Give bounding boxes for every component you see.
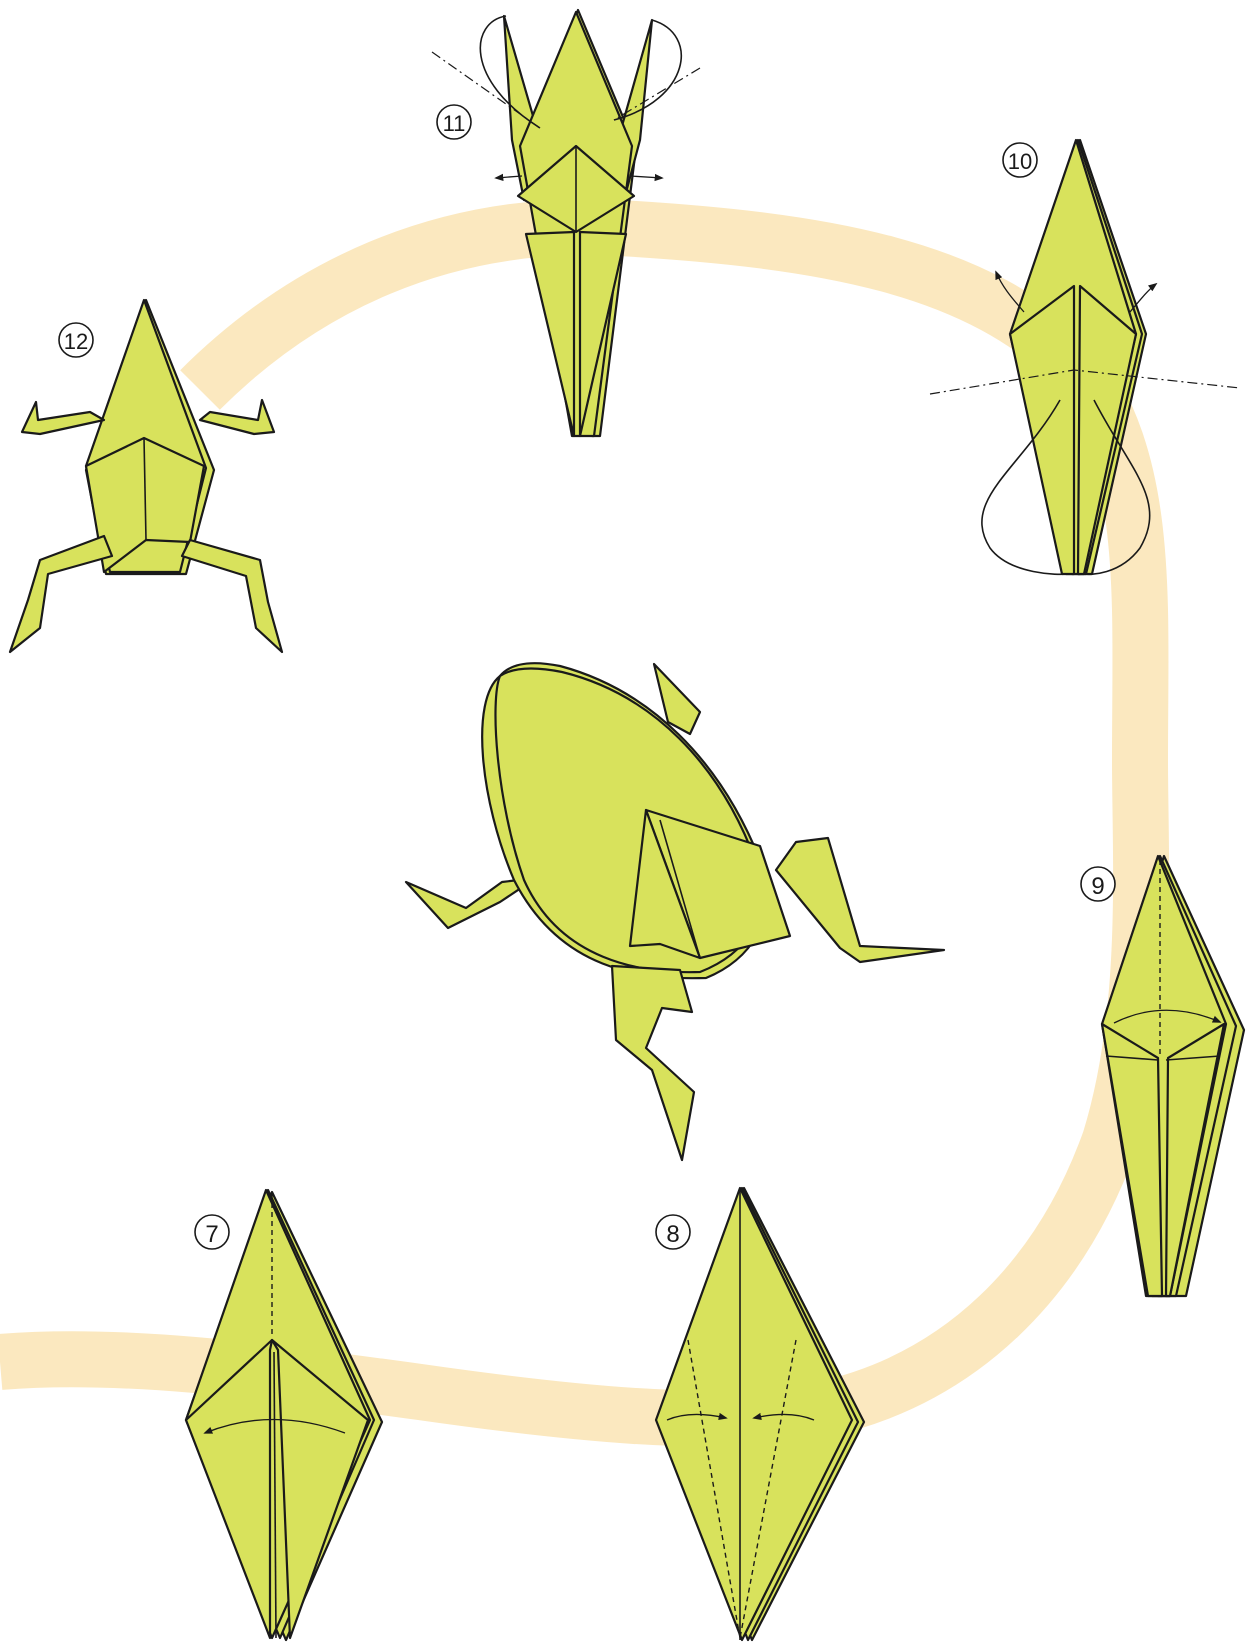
finished-frog-model [406,663,944,1160]
step-12-number: 12 [64,329,88,354]
step-8-number: 8 [666,1221,679,1248]
step-8-number-badge: 8 [656,1215,690,1249]
step-11-number-badge: 11 [437,105,471,139]
step-10-model [930,140,1240,574]
step-7-number-badge: 7 [195,1215,229,1249]
step-9-number-badge: 9 [1081,867,1115,901]
step-12-number-badge: 12 [59,323,93,357]
step-7-model [186,1190,382,1640]
step-8-model [656,1188,864,1640]
step-7-number: 7 [205,1221,218,1248]
step-11-number: 11 [443,111,466,136]
step-10-number-badge: 10 [1003,143,1037,177]
step-9-number: 9 [1091,873,1104,900]
step-10-number: 10 [1008,149,1032,174]
